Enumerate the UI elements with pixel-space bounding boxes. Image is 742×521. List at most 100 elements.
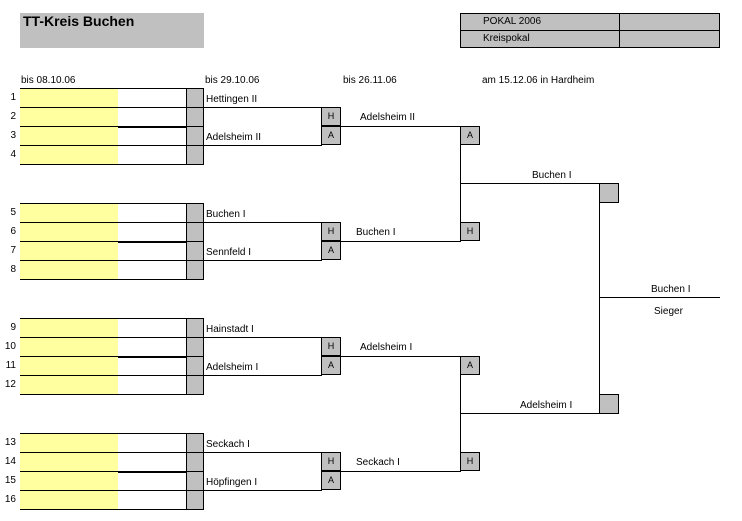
semifinal-score-box[interactable]: [599, 394, 619, 414]
score-box[interactable]: [186, 433, 204, 453]
slot-underline: [20, 452, 186, 453]
round2-team: Hainstadt I: [206, 324, 254, 335]
home-box[interactable]: H: [321, 337, 341, 356]
slot-number: 7: [10, 245, 16, 256]
away-box[interactable]: A: [460, 126, 480, 145]
round3-line: [341, 471, 460, 472]
team-entry-cell[interactable]: [20, 472, 118, 490]
score-box[interactable]: [186, 88, 204, 108]
team-entry-cell[interactable]: [20, 242, 118, 260]
team-entry-cell[interactable]: [20, 319, 118, 337]
score-box[interactable]: [186, 375, 204, 395]
slot-number: 15: [4, 475, 16, 486]
slot-topline: [20, 88, 186, 89]
home-box[interactable]: H: [460, 452, 480, 471]
slot-number: 5: [10, 207, 16, 218]
team-entry-cell[interactable]: [20, 338, 118, 356]
score-box[interactable]: [186, 337, 204, 357]
round3-date: bis 26.11.06: [343, 75, 397, 86]
round3-connector: [460, 356, 461, 472]
team-entry-cell[interactable]: [20, 223, 118, 241]
page-title: TT-Kreis Buchen: [23, 13, 135, 29]
slot-number: 3: [10, 130, 16, 141]
score-box[interactable]: [186, 241, 204, 261]
team-entry-cell[interactable]: [20, 491, 118, 509]
score-box[interactable]: [186, 490, 204, 510]
slot-number: 14: [4, 456, 16, 467]
slot-underline: [20, 375, 186, 376]
team-entry-cell[interactable]: [20, 146, 118, 164]
home-box[interactable]: H: [321, 222, 341, 241]
home-box[interactable]: H: [321, 452, 341, 471]
round3-winner: Buchen I: [356, 227, 396, 238]
slot-underline: [20, 490, 186, 491]
away-box[interactable]: A: [321, 241, 341, 260]
team-entry-cell[interactable]: [20, 127, 118, 145]
round1-date: bis 08.10.06: [21, 75, 76, 86]
score-box[interactable]: [186, 356, 204, 376]
score-box[interactable]: [186, 107, 204, 127]
round3-line: [341, 241, 460, 242]
slot-topline: [20, 203, 186, 204]
pokal-label: POKAL 2006: [460, 13, 620, 31]
slot-underline: [20, 279, 186, 280]
slot-number: 1: [10, 92, 16, 103]
round2-team: Seckach I: [206, 439, 250, 450]
score-box[interactable]: [186, 471, 204, 491]
round2-date: bis 29.10.06: [205, 75, 260, 86]
round2-line: [204, 375, 321, 376]
kreispokal-label: Kreispokal: [460, 30, 620, 48]
away-box[interactable]: A: [460, 356, 480, 375]
round3-winner: Adelsheim II: [360, 112, 416, 123]
slot-number: 4: [10, 149, 16, 160]
team-entry-cell[interactable]: [20, 357, 118, 375]
slot-number: 16: [4, 494, 16, 505]
team-entry-cell[interactable]: [20, 108, 118, 126]
round2-team: Hettingen II: [206, 94, 258, 105]
sieger-label: Sieger: [654, 306, 683, 317]
away-box[interactable]: A: [321, 471, 341, 490]
team-entry-cell[interactable]: [20, 376, 118, 394]
team-entry-cell[interactable]: [20, 434, 118, 452]
score-box[interactable]: [186, 318, 204, 338]
team-entry-cell[interactable]: [20, 453, 118, 471]
slot-topline: [20, 433, 186, 434]
semifinal-line: [460, 183, 600, 184]
round2-team: Höpfingen I: [206, 477, 258, 488]
slot-underline: [20, 145, 186, 146]
round2-team: Buchen I: [206, 209, 246, 220]
title-box: [20, 13, 204, 48]
score-box[interactable]: [186, 260, 204, 280]
round2-line: [204, 490, 321, 491]
slot-underline: [20, 394, 186, 395]
score-box[interactable]: [186, 145, 204, 165]
slot-underline: [20, 260, 186, 261]
round2-line: [204, 337, 321, 338]
score-box[interactable]: [186, 126, 204, 146]
home-box[interactable]: H: [321, 107, 341, 126]
semifinal-score-box[interactable]: [599, 183, 619, 203]
slot-number: 12: [4, 379, 16, 390]
slot-number: 13: [4, 437, 16, 448]
away-box[interactable]: A: [321, 356, 341, 375]
round2-line: [204, 260, 321, 261]
slot-number: 8: [10, 264, 16, 275]
pokal-empty-cell: [619, 13, 720, 31]
slot-underline: [20, 509, 186, 510]
team-entry-cell[interactable]: [20, 204, 118, 222]
round2-line: [204, 452, 321, 453]
score-box[interactable]: [186, 222, 204, 242]
final-date: am 15.12.06 in Hardheim: [482, 75, 595, 86]
home-box[interactable]: H: [460, 222, 480, 241]
score-box[interactable]: [186, 203, 204, 223]
team-entry-cell[interactable]: [20, 261, 118, 279]
pokal-table: POKAL 2006 Kreispokal: [460, 13, 720, 48]
away-box[interactable]: A: [321, 126, 341, 145]
slot-underline: [20, 164, 186, 165]
slot-underline: [20, 107, 186, 108]
round3-connector: [460, 126, 461, 242]
round2-team: Adelsheim I: [206, 362, 259, 373]
team-entry-cell[interactable]: [20, 89, 118, 107]
score-box[interactable]: [186, 452, 204, 472]
semifinal-winner: Adelsheim I: [520, 400, 573, 411]
